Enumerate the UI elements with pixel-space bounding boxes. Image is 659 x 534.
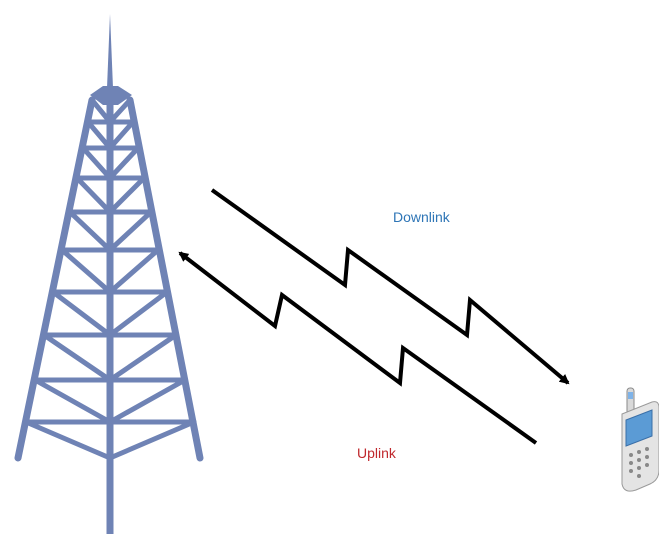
downlink-label: Downlink: [393, 209, 450, 225]
cell-tower-icon: [14, 14, 204, 534]
uplink-label: Uplink: [357, 445, 396, 461]
downlink-arrow: [210, 188, 570, 385]
uplink-arrow: [178, 251, 538, 445]
mobile-phone-icon: [621, 387, 659, 492]
